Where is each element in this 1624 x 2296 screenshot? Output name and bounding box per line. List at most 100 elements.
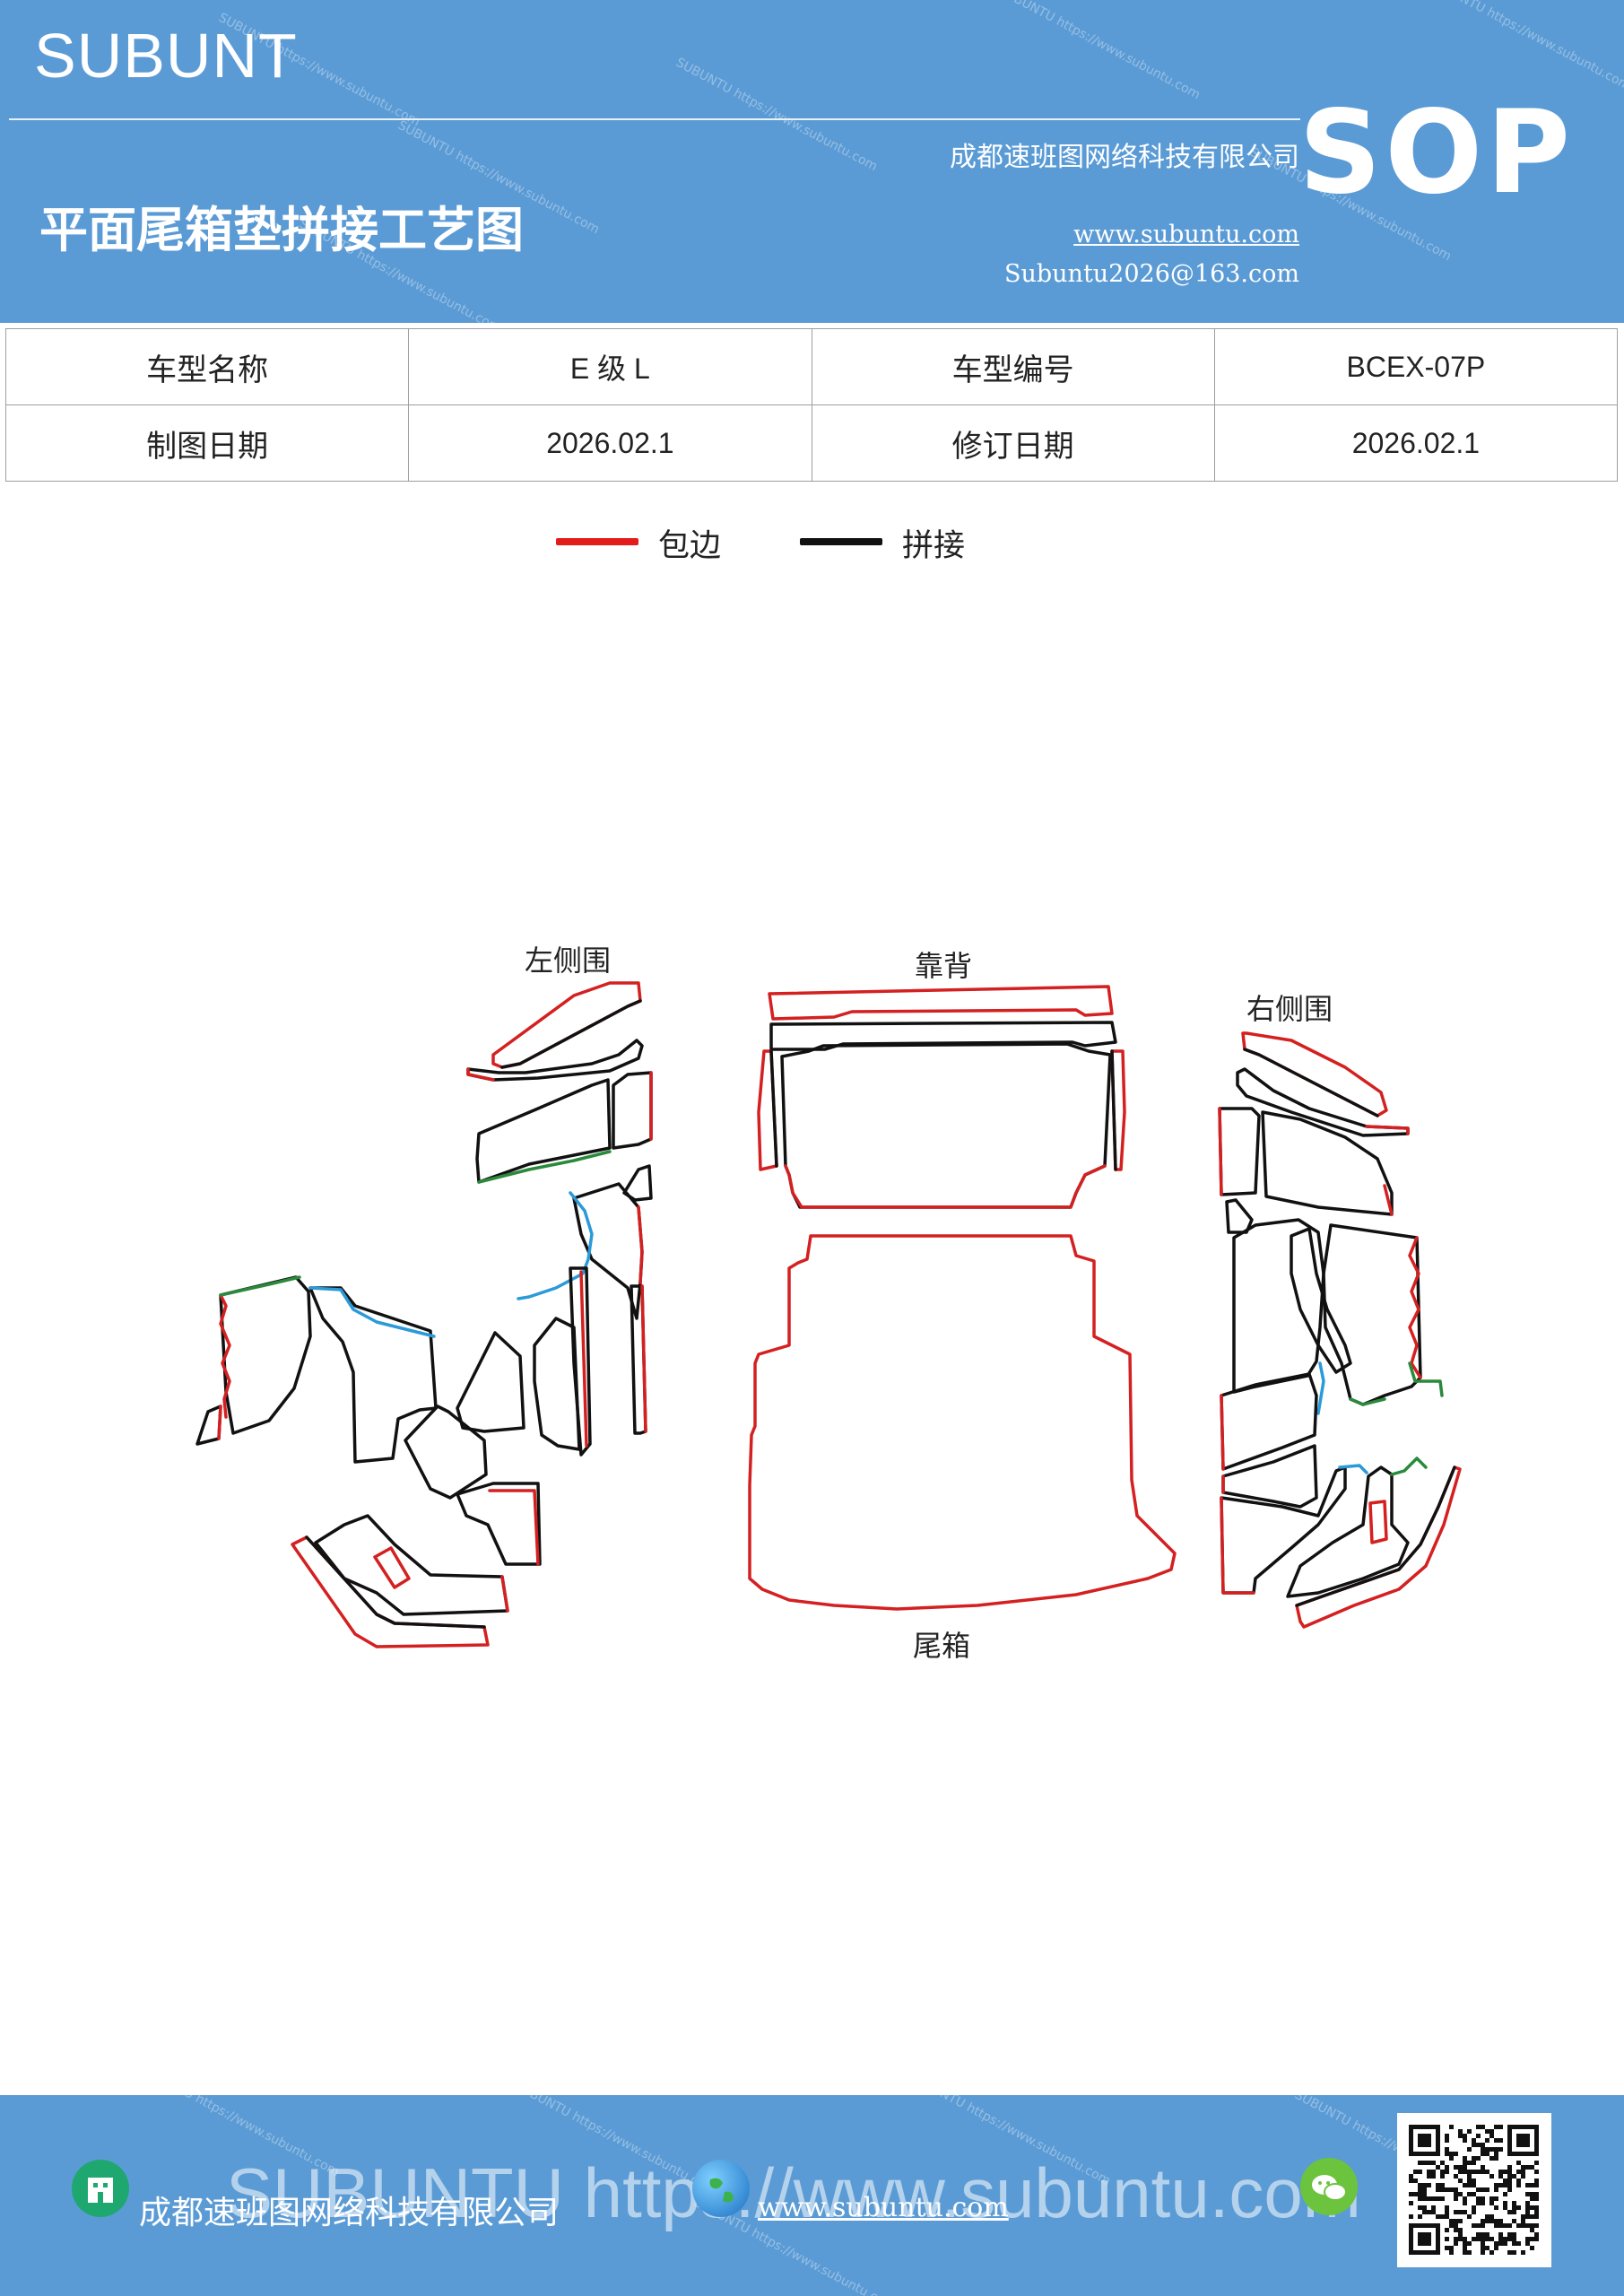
left-bottom-inner-tab	[373, 1546, 411, 1589]
qr-module	[1445, 2152, 1449, 2156]
wechat-icon[interactable]	[1300, 2158, 1358, 2215]
left-strip-1-seam	[500, 999, 642, 1069]
qr-module	[1481, 2219, 1485, 2223]
qr-module	[1463, 2241, 1467, 2246]
qr-module	[1454, 2241, 1458, 2246]
qr-module	[1409, 2192, 1413, 2196]
qr-module	[1445, 2170, 1449, 2174]
qr-module	[1507, 2187, 1512, 2192]
qr-module	[1431, 2170, 1436, 2174]
qr-module	[1481, 2165, 1485, 2170]
backrest-main-panel	[780, 1042, 1112, 1209]
qr-module	[1489, 2156, 1494, 2161]
left-lower-block-edge	[488, 1489, 540, 1566]
left-wheel-arch-edge	[219, 1293, 231, 1419]
footer-website-link[interactable]: www.subuntu.com	[758, 2192, 1009, 2223]
right-large-panel-green	[1349, 1397, 1386, 1406]
qr-module	[1467, 2241, 1472, 2246]
qr-module	[1427, 2196, 1431, 2201]
qr-module	[1481, 2232, 1485, 2237]
qr-module	[1467, 2147, 1472, 2152]
right-bottom-strip-seam	[1295, 1465, 1456, 1607]
qr-module	[1440, 2170, 1445, 2174]
qr-module	[1521, 2214, 1525, 2219]
right-curved-lower	[1286, 1465, 1410, 1598]
qr-module	[1485, 2232, 1489, 2237]
contact-email[interactable]: Subuntu2026@163.com	[1004, 260, 1299, 288]
qr-module	[1530, 2205, 1534, 2210]
qr-module	[1418, 2192, 1422, 2196]
company-name: 成都速班图网络科技有限公司	[950, 142, 1299, 173]
qr-module	[1534, 2192, 1539, 2196]
qr-module	[1431, 2174, 1436, 2179]
qr-module	[1427, 2210, 1431, 2214]
backrest-top-strip	[768, 985, 1114, 1021]
qr-module	[1498, 2147, 1503, 2152]
qr-module	[1454, 2187, 1458, 2192]
qr-module	[1503, 2201, 1507, 2205]
qr-module	[1476, 2143, 1481, 2147]
qr-module	[1445, 2134, 1449, 2138]
globe-icon	[692, 2160, 750, 2217]
qr-module	[1481, 2125, 1485, 2129]
model-name-label: 车型名称	[4, 328, 410, 405]
qr-module	[1516, 2183, 1521, 2187]
qr-module	[1498, 2237, 1503, 2241]
qr-module	[1463, 2156, 1467, 2161]
qr-module	[1409, 2179, 1413, 2183]
qr-module	[1516, 2241, 1521, 2246]
qr-module	[1521, 2250, 1525, 2255]
qr-module	[1418, 2187, 1422, 2192]
website-link[interactable]: www.subuntu.com	[1073, 221, 1299, 248]
qr-module	[1454, 2237, 1458, 2241]
qr-module	[1418, 2183, 1422, 2187]
qr-module	[1463, 2138, 1467, 2143]
qr-module	[1467, 2161, 1472, 2165]
qr-module	[1409, 2201, 1413, 2205]
sop-badge: SOP	[1298, 86, 1574, 220]
qr-module	[1530, 2183, 1534, 2187]
qr-module	[1525, 2201, 1530, 2205]
left-strip-2-edge	[466, 1067, 495, 1082]
right-large-panel-edge	[1408, 1236, 1422, 1379]
qr-module	[1449, 2125, 1454, 2129]
left-bottom-sill-edge	[500, 1575, 509, 1613]
left-panel-large	[308, 1286, 438, 1464]
qr-module	[1512, 2250, 1516, 2255]
qr-module	[1440, 2174, 1445, 2179]
qr-module	[1507, 2237, 1512, 2241]
qr-module	[1449, 2187, 1454, 2192]
qr-module	[1463, 2246, 1467, 2250]
qr-module	[1512, 2210, 1516, 2214]
qr-module	[1530, 2246, 1534, 2250]
qr-module	[1485, 2246, 1489, 2250]
table-row: 制图日期 2026.02.1 修订日期 2026.02.1	[4, 404, 1619, 482]
qr-module	[1467, 2250, 1472, 2255]
qr-module	[1458, 2219, 1463, 2223]
qr-module	[1449, 2250, 1454, 2255]
qr-module	[1463, 2210, 1467, 2214]
qr-module	[1498, 2174, 1503, 2179]
qr-module	[1449, 2156, 1454, 2161]
model-name-value: E 级 L	[408, 328, 812, 405]
qr-module	[1534, 2232, 1539, 2237]
qr-module	[1512, 2241, 1516, 2246]
footer-watermark: SUBUNTU https://www.subuntu.com	[226, 2153, 1361, 2232]
left-bottom-strip-seam	[305, 1535, 486, 1629]
qr-module	[1467, 2214, 1472, 2219]
qr-module	[1489, 2201, 1494, 2205]
qr-module	[1476, 2201, 1481, 2205]
qr-module	[1534, 2210, 1539, 2214]
qr-code[interactable]	[1397, 2113, 1551, 2267]
qr-module	[1525, 2241, 1530, 2246]
left-side-group	[195, 981, 653, 1648]
qr-module	[1454, 2192, 1458, 2196]
right-small-hook	[1408, 1361, 1444, 1397]
right-panel-post-edge	[1218, 1107, 1223, 1196]
qr-module	[1445, 2147, 1449, 2152]
qr-module	[1503, 2241, 1507, 2246]
qr-module	[1458, 2192, 1463, 2196]
qr-module	[1431, 2205, 1436, 2210]
draw-date-label: 制图日期	[4, 404, 410, 482]
qr-module	[1481, 2246, 1485, 2250]
